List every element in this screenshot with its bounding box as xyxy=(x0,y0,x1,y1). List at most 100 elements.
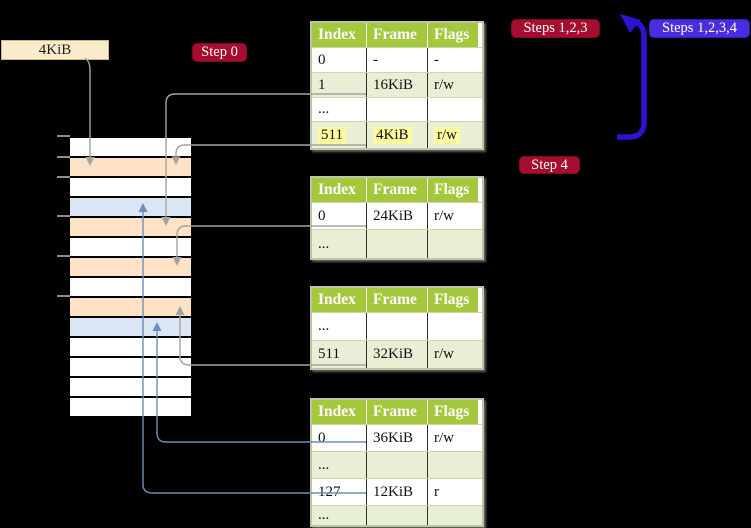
cell-flags: r/w xyxy=(434,76,454,93)
cell-index: ... xyxy=(312,506,367,525)
table-row: 127 12KiB r xyxy=(312,479,482,506)
badge-step4: Step 4 xyxy=(519,156,580,174)
cell-frame: - xyxy=(367,48,428,72)
cell-flags: r/w xyxy=(434,346,454,362)
col-header-frame: Frame xyxy=(367,178,428,202)
memory-frame-row xyxy=(70,338,191,358)
cell-index: 511 xyxy=(312,341,367,368)
cell-flags xyxy=(428,230,478,258)
col-header-index: Index xyxy=(312,178,367,202)
steps-loop-arrow xyxy=(617,19,647,140)
table-row: ... xyxy=(312,506,482,525)
address-tick xyxy=(57,135,70,137)
badge-steps1234: Steps 1,2,3,4 xyxy=(649,19,750,38)
cell-flags xyxy=(428,98,478,121)
table-row: 1 16KiB r/w xyxy=(312,73,482,98)
badge-step0-label: Step 0 xyxy=(201,44,238,60)
table-row: ... xyxy=(312,313,482,341)
highlighted-value: r/w xyxy=(434,126,460,144)
cell-flags: r xyxy=(434,483,439,500)
memory-frame-row xyxy=(70,358,191,378)
frame-size-label: 4KiB xyxy=(38,41,72,58)
cell-flags: - xyxy=(434,51,439,68)
cell-frame: 16KiB xyxy=(367,73,428,97)
cell-index: 511 xyxy=(312,122,367,148)
cell-frame xyxy=(367,506,428,525)
badge-steps123: Steps 1,2,3 xyxy=(511,19,600,38)
address-tick xyxy=(57,176,70,178)
page-table-level1: Index Frame Flags 0 36KiB r/w ... 127 12… xyxy=(310,398,484,527)
page-table-level3: Index Frame Flags 0 24KiB r/w ... xyxy=(310,176,484,260)
badge-steps1234-label: Steps 1,2,3,4 xyxy=(662,20,737,36)
memory-frame-row xyxy=(70,278,191,298)
address-tick xyxy=(57,156,70,158)
cell-index: 0 xyxy=(312,203,367,229)
frame-size-box: 4KiB xyxy=(1,40,109,60)
page-table-level4: Index Frame Flags 0 - - 1 16KiB r/w ... … xyxy=(310,21,484,150)
address-tick xyxy=(57,215,70,217)
table-row: ... xyxy=(312,452,482,479)
col-header-flags: Flags xyxy=(428,23,478,47)
address-tick xyxy=(57,255,70,257)
address-tick xyxy=(57,295,70,297)
col-header-flags: Flags xyxy=(428,288,478,312)
badge-step4-label: Step 4 xyxy=(531,156,568,173)
table-row: 0 36KiB r/w xyxy=(312,425,482,452)
cell-index: 1 xyxy=(312,73,367,97)
steps-loop-arrowhead-icon xyxy=(620,14,641,33)
cell-frame: 36KiB xyxy=(367,425,428,451)
cell-flags: r/w xyxy=(428,122,478,148)
cell-flags: r/w xyxy=(434,207,454,224)
table-row: 0 - - xyxy=(312,48,482,73)
cell-frame: 32KiB xyxy=(367,341,428,368)
cell-flags: r/w xyxy=(434,429,454,446)
memory-frame-row xyxy=(70,218,191,238)
badge-step0: Step 0 xyxy=(192,43,247,62)
table-row: ... xyxy=(312,230,482,258)
memory-frame-row xyxy=(70,198,191,218)
cell-flags xyxy=(428,506,478,525)
table-row: 511 32KiB r/w xyxy=(312,341,482,368)
memory-frame-row xyxy=(70,398,191,418)
cell-flags xyxy=(428,313,478,340)
cell-frame: 24KiB xyxy=(367,203,428,229)
cell-index: ... xyxy=(312,313,367,340)
col-header-frame: Frame xyxy=(367,400,428,424)
physical-memory-strip xyxy=(70,136,191,418)
col-header-index: Index xyxy=(312,288,367,312)
cell-frame: 4KiB xyxy=(367,122,428,148)
table-row-highlighted: 511 4KiB r/w xyxy=(312,122,482,148)
memory-frame-row xyxy=(70,298,191,318)
memory-frame-row xyxy=(70,258,191,278)
memory-frame-row xyxy=(70,318,191,338)
cell-index: 0 xyxy=(312,48,367,72)
cell-frame xyxy=(367,452,428,478)
col-header-flags: Flags xyxy=(428,178,478,202)
badge-steps123-label: Steps 1,2,3 xyxy=(523,20,588,36)
cell-frame: 12KiB xyxy=(367,479,428,505)
cell-index: ... xyxy=(312,452,367,478)
highlighted-value: 511 xyxy=(318,126,346,144)
memory-frame-row xyxy=(70,158,191,178)
cell-flags xyxy=(428,452,478,478)
memory-frame-row xyxy=(70,378,191,398)
cell-index: ... xyxy=(312,230,367,258)
table-row: 0 24KiB r/w xyxy=(312,203,482,230)
col-header-flags: Flags xyxy=(428,400,478,424)
col-header-frame: Frame xyxy=(367,288,428,312)
memory-frame-row xyxy=(70,238,191,258)
table-row: ... xyxy=(312,98,482,122)
highlighted-value: 4KiB xyxy=(373,126,412,144)
cell-frame xyxy=(367,230,428,258)
memory-frame-row xyxy=(70,178,191,198)
page-table-level2: Index Frame Flags ... 511 32KiB r/w xyxy=(310,286,484,370)
cell-index: ... xyxy=(312,98,367,121)
col-header-frame: Frame xyxy=(367,23,428,47)
cell-index: 127 xyxy=(312,479,367,505)
col-header-index: Index xyxy=(312,400,367,424)
cell-frame xyxy=(367,98,428,121)
cell-index: 0 xyxy=(312,425,367,451)
cell-frame xyxy=(367,313,428,340)
memory-frame-row xyxy=(70,138,191,158)
